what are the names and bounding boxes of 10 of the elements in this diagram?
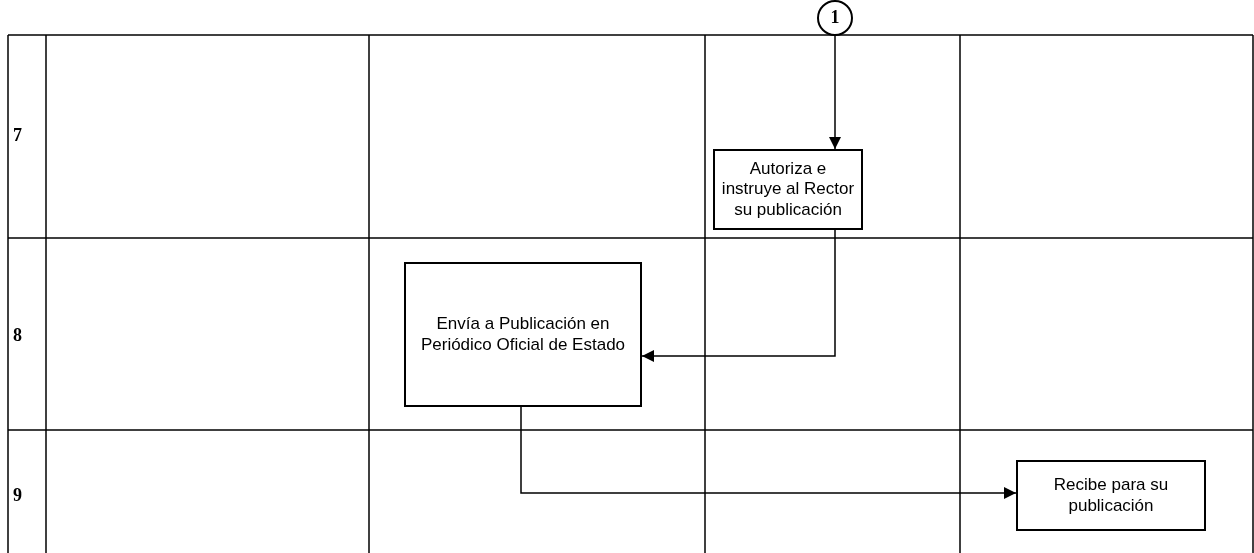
row-number: 8 [13, 325, 22, 346]
process-box: Recibe para su publicación [1016, 460, 1206, 531]
row-number: 9 [13, 485, 22, 506]
arrow [829, 35, 841, 150]
arrow [641, 229, 836, 362]
row-number: 7 [13, 125, 22, 146]
arrow [520, 406, 1017, 499]
connector-circle: 1 [817, 0, 853, 36]
process-box: Envía a Publicación en Periódico Oficial de Estado [404, 262, 642, 407]
process-box: Autoriza e instruye al Rector su publicación [713, 149, 863, 230]
